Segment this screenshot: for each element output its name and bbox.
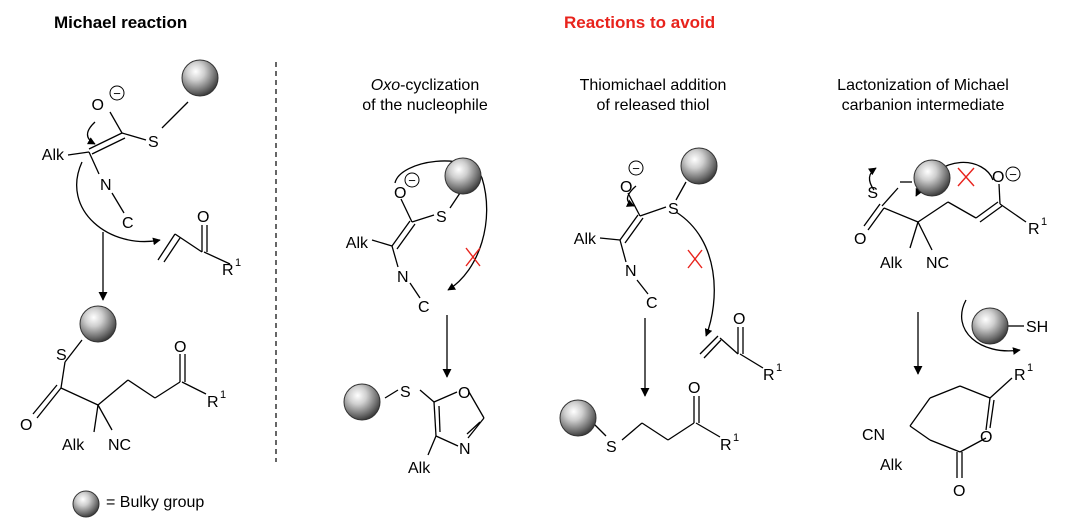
atom-label: S xyxy=(400,384,411,401)
atom-label: Alk xyxy=(880,255,903,272)
caption-oxo-rest: -cyclization xyxy=(400,77,480,94)
atom-label: O xyxy=(620,179,632,196)
lactonization-panel xyxy=(863,161,1027,478)
atom-label: R xyxy=(720,437,732,454)
atom-label-sup: 1 xyxy=(733,432,739,444)
oxo-panel xyxy=(371,160,488,456)
atom-label: NC xyxy=(926,255,949,272)
legend-bulky-ball xyxy=(72,490,100,518)
charge-minus: − xyxy=(632,161,640,176)
atom-label: R xyxy=(1028,221,1040,238)
bulky-group-ball xyxy=(181,59,219,97)
forbidden-cross xyxy=(957,167,975,187)
atom-label: Alk xyxy=(346,235,369,252)
atom-label: O xyxy=(394,185,406,202)
charge-minus: − xyxy=(113,86,121,101)
atom-label: Alk xyxy=(62,437,85,454)
atom-label: S xyxy=(148,134,159,151)
atom-label: O xyxy=(688,380,700,397)
atom-label: SH xyxy=(1026,319,1048,336)
legend-bulky-group: = Bulky group xyxy=(106,494,205,511)
atom-label: C xyxy=(646,295,658,312)
forbidden-cross xyxy=(465,247,481,267)
atom-label: C xyxy=(122,215,134,232)
atom-label: R xyxy=(207,394,219,411)
caption-thio-line2: of released thiol xyxy=(596,97,710,114)
thiomichael-panel xyxy=(589,181,764,441)
atom-label: N xyxy=(625,263,637,280)
atom-label: C xyxy=(418,299,430,316)
atom-label: N xyxy=(397,269,409,286)
bulky-group-ball xyxy=(343,383,381,421)
atom-label: Alk xyxy=(880,457,903,474)
atom-label: O xyxy=(854,231,866,248)
atom-label: NC xyxy=(108,437,131,454)
atom-label: Alk xyxy=(42,147,65,164)
atom-label: R xyxy=(1014,367,1026,384)
atom-label-sup: 1 xyxy=(1041,216,1047,228)
atom-label: S xyxy=(867,185,878,202)
caption-lactonization: Lactonization of Michael carbanion inter… xyxy=(808,76,1038,116)
atom-label: Alk xyxy=(574,231,597,248)
caption-oxo-italic: Oxo xyxy=(370,77,401,94)
michael-panel xyxy=(32,101,231,433)
atom-label: S xyxy=(56,347,67,364)
caption-lact-line2: carbanion intermediate xyxy=(841,97,1005,114)
atom-label-sup: 1 xyxy=(220,389,226,401)
charge-minus: − xyxy=(1009,167,1017,182)
atom-label: CN xyxy=(862,427,885,444)
charge-minus: − xyxy=(408,173,416,188)
atom-label: O xyxy=(458,385,470,402)
atom-label: Alk xyxy=(408,460,431,477)
atom-label: R xyxy=(222,262,234,279)
atom-label: O xyxy=(980,429,992,446)
bulky-group-ball xyxy=(444,157,482,195)
bulky-group-ball xyxy=(559,399,597,437)
atom-label: S xyxy=(436,209,447,226)
caption-lact-line1: Lactonization of Michael xyxy=(837,77,1009,94)
bulky-group-ball xyxy=(913,159,951,197)
bulky-group-ball xyxy=(680,147,718,185)
atom-label: R xyxy=(763,367,775,384)
forbidden-cross xyxy=(687,249,703,269)
atom-label: O xyxy=(197,209,209,226)
atom-label: N xyxy=(459,441,471,458)
atom-label-sup: 1 xyxy=(235,257,241,269)
atom-label-sup: 1 xyxy=(1027,362,1033,374)
caption-thiomichael: Thiomichael addition of released thiol xyxy=(548,76,758,116)
atom-label: O xyxy=(733,311,745,328)
caption-thio-line1: Thiomichael addition xyxy=(579,77,727,94)
bulky-group-ball xyxy=(79,305,117,343)
caption-oxo-line2: of the nucleophile xyxy=(362,97,488,114)
atom-label: O xyxy=(20,417,32,434)
caption-oxo-cyclization: Oxo-cyclization of the nucleophile xyxy=(320,76,530,116)
header-michael-reaction: Michael reaction xyxy=(54,13,188,32)
bulky-group-ball xyxy=(971,307,1009,345)
atom-label: O xyxy=(92,97,104,114)
atom-label: S xyxy=(606,439,617,456)
atom-label: S xyxy=(668,201,679,218)
header-reactions-to-avoid: Reactions to avoid xyxy=(564,13,716,32)
atom-label-sup: 1 xyxy=(776,362,782,374)
atom-label: O xyxy=(953,483,965,500)
atom-label: O xyxy=(174,339,186,356)
atom-label: O xyxy=(992,169,1004,186)
atom-label: N xyxy=(100,177,112,194)
